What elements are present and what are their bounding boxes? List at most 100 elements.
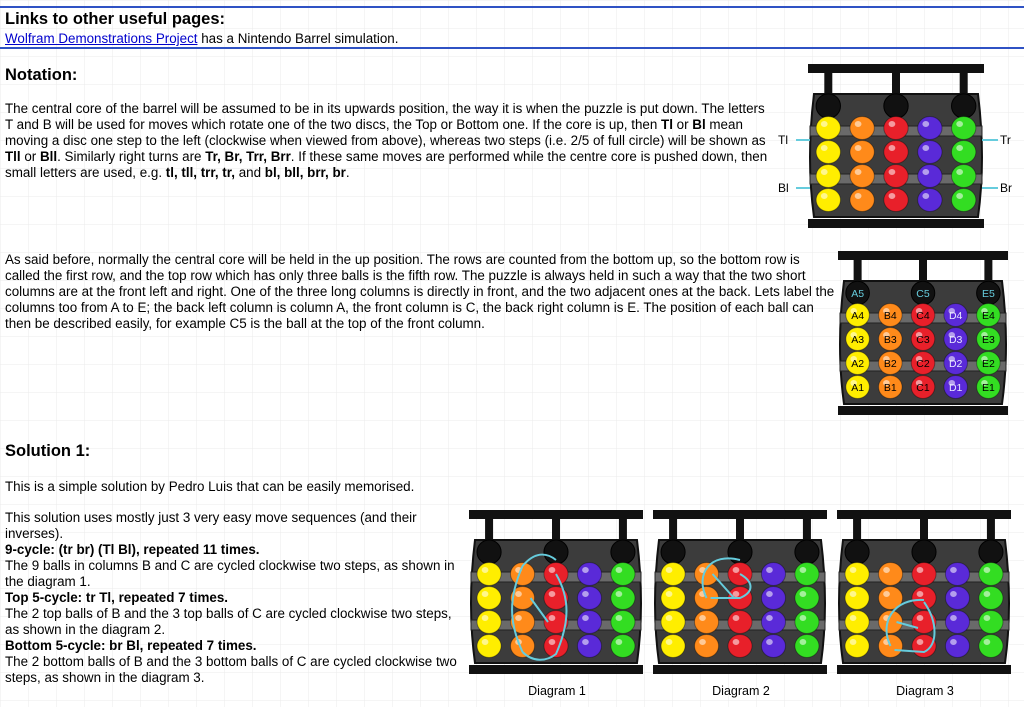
f1-ball-3-3 [917,188,943,212]
d2-shine-3-3 [766,639,773,645]
d1-shine-1-1 [515,591,522,597]
f2-shine-1-0 [883,308,890,314]
diagram-3 [835,508,1015,686]
d1-shine-3-1 [582,591,589,597]
d2-shine-2-1 [732,591,740,597]
f2-label-top-0: A5 [851,288,864,300]
d1-arrow-diag [529,597,549,623]
f1-top-bar [808,64,984,73]
f1-ball-0-2 [815,164,841,188]
f1-shine-4-3 [956,193,964,199]
d2-top-bar [653,510,827,519]
f2-shine-3-2 [948,356,956,362]
d2-ball-3-1 [760,586,787,610]
d1-shine-0-0 [481,567,489,573]
f1-black-ball-2 [883,93,909,119]
d2-ball-4-1 [794,586,820,610]
d1-shine-2-0 [548,567,556,573]
d3-shine-4-0 [983,567,991,573]
d2-ball-0-2 [660,610,686,634]
d3-shine-1-0 [883,567,890,573]
f2-label-A3: A3 [851,334,864,346]
notation-paragraph-1: The central core of the barrel will be a… [5,101,775,181]
d3-arrow-back [894,601,936,654]
d2-black-ball-2 [727,539,753,565]
f1-shine-1-3 [854,193,862,199]
d3-shine-3-2 [950,615,957,621]
links-line: Wolfram Demonstrations Project has a Nin… [5,31,398,47]
f2-post-4 [984,260,993,282]
f2-shine-4-2 [981,356,988,362]
f1-ball-2-3 [883,188,909,212]
f1-shine-2-3 [888,193,896,199]
f2-bottom-bar [838,406,1008,415]
f1-post-2 [892,73,900,95]
f2-label-C4: C4 [916,310,930,322]
d1-ball-0-1 [476,586,502,610]
d2-arrow-top [701,557,741,599]
f2-label-B4: B4 [884,310,897,322]
f2-shine-0-3 [850,380,857,386]
f2-shine-3-1 [948,332,956,338]
d3-shine-3-1 [950,591,957,597]
d2-shine-2-0 [732,567,740,573]
f1-shine-4-0 [956,121,964,127]
d3-ball-0-1 [844,586,870,610]
f1-ball-0-0 [815,116,841,140]
f1-shine-0-2 [820,169,828,175]
f1-ball-1-2 [849,164,875,188]
top-divider [0,6,1024,8]
d1-ball-4-1 [610,586,636,610]
f2-shine-0-0 [850,308,857,314]
d1-arrow-up [511,553,557,653]
d1-ball-1-3 [509,634,536,658]
d2-shine-3-2 [766,615,773,621]
d1-shine-2-1 [548,591,556,597]
notation-run-13: bl, bll, brr, br [264,165,346,180]
solution1-intro: This is a simple solution by Pedro Luis … [5,479,415,494]
d2-shine-0-0 [665,567,673,573]
d3-ball-2-1 [911,586,937,610]
f2-label-D4: D4 [949,310,963,322]
d1-post-4 [618,519,627,541]
f2-shine-4-0 [981,308,988,314]
d3-post-0 [853,519,862,541]
d3-black-ball-0 [844,539,870,565]
d3-top-bar [837,510,1011,519]
d2-shine-4-2 [799,615,807,621]
f2-label-E3: E3 [982,334,995,346]
f1-black-ball-0 [815,93,841,119]
links-suffix: has a Nintendo Barrel simulation. [197,31,399,46]
d3-ball-0-0 [844,562,870,586]
f1-shine-0-0 [820,121,828,127]
d2-shine-0-3 [665,639,673,645]
f2-post-2 [919,260,927,282]
d3-shine-2-2 [916,615,924,621]
d3-shine-0-2 [849,615,857,621]
d1-ball-4-2 [610,610,636,634]
f2-shine-2-2 [915,356,923,362]
d1-shine-0-2 [481,615,489,621]
f1-ball-2-1 [883,140,909,164]
notation-run-0: The central core of the barrel will be a… [5,101,765,132]
f1-shine-1-2 [854,169,862,175]
d2-ball-3-3 [760,634,787,658]
d2-ball-2-3 [727,634,753,658]
f2-top-bar [838,251,1008,260]
solution1-heading: Solution 1: [5,442,91,460]
solution1-details: This solution uses mostly just 3 very ea… [5,510,467,686]
d2-black-ball-0 [660,539,686,565]
f1-ball-3-1 [917,140,943,164]
cycle9-title: 9-cycle: (tr br) (Tl Bl), repeated 11 ti… [5,542,260,557]
f2-label-D3: D3 [949,334,963,346]
d1-shine-3-2 [582,615,589,621]
wolfram-link[interactable]: Wolfram Demonstrations Project [5,31,198,46]
f1-shine-0-3 [820,193,828,199]
f2-shine-0-1 [850,332,857,338]
links-heading: Links to other useful pages: [5,10,226,28]
f2-label-A1: A1 [851,382,864,394]
d1-ball-0-0 [476,562,502,586]
f2-label-E2: E2 [982,358,995,370]
d1-arrow-down [521,573,568,661]
notation-run-7: Bll [39,149,58,164]
